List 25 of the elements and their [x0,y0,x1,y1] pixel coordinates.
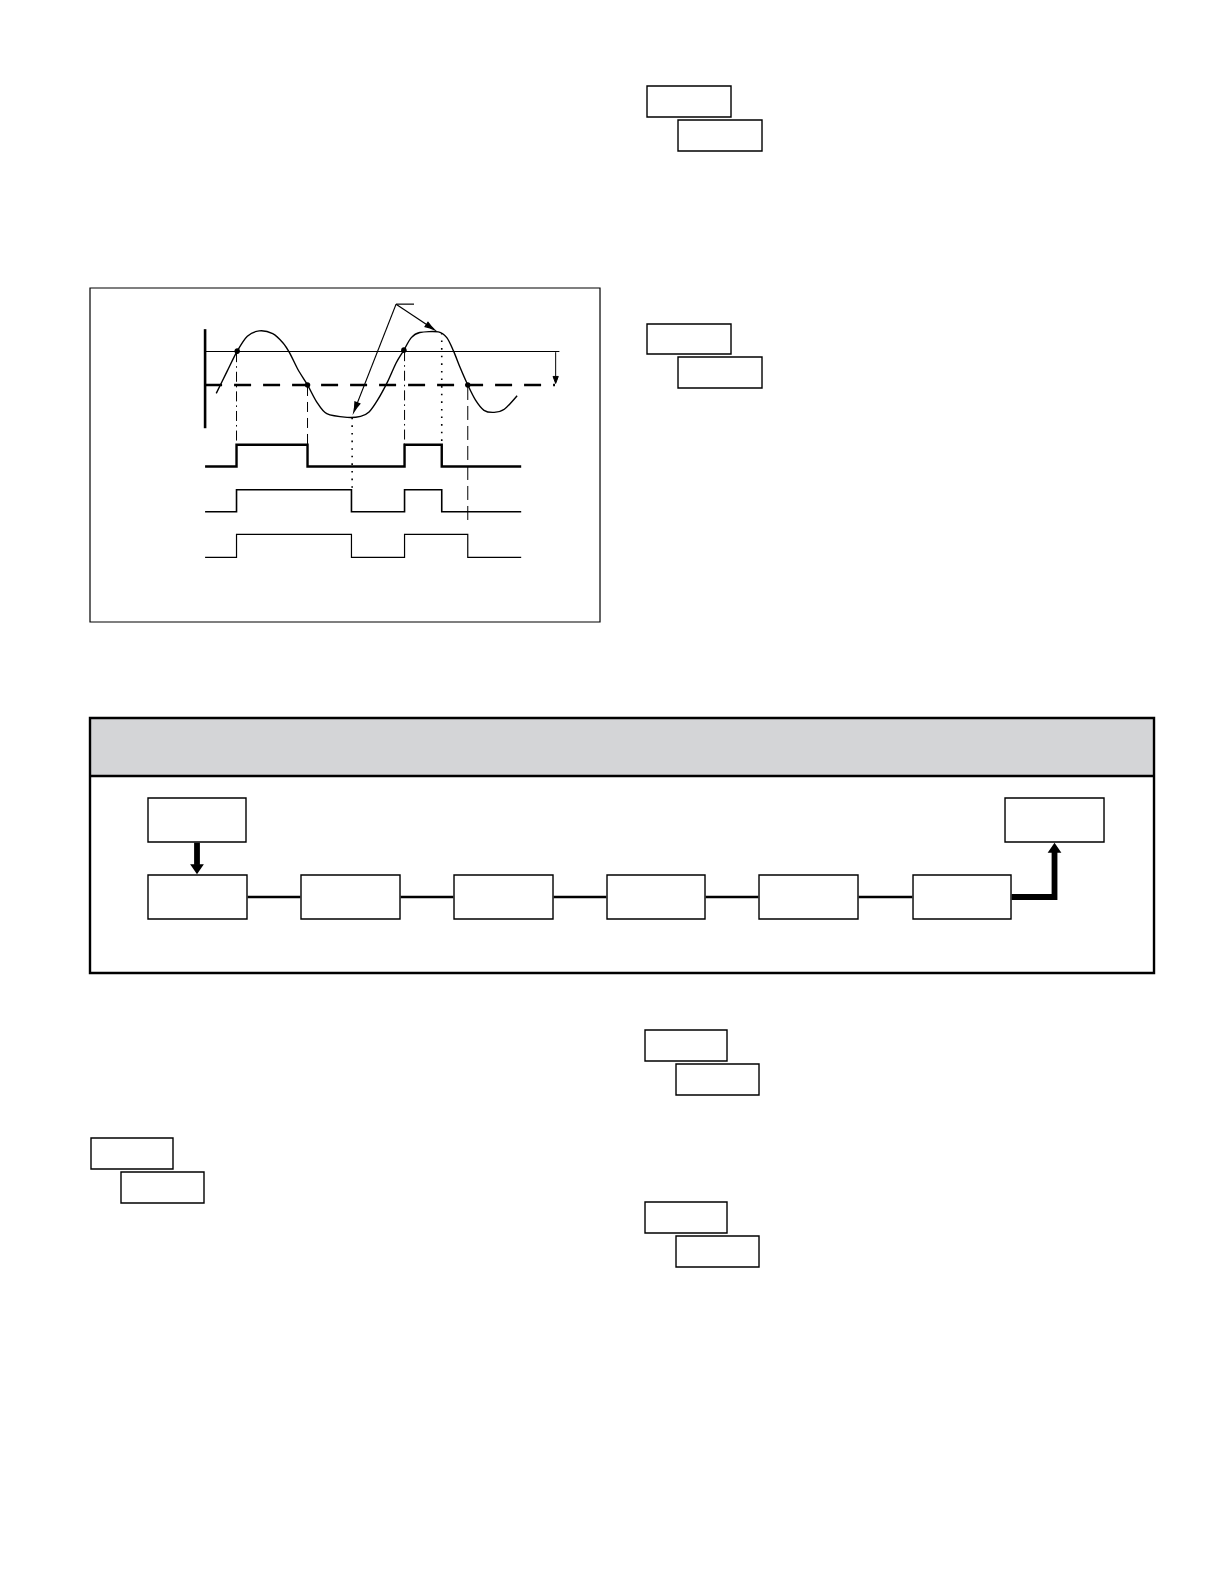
flow-box [147,797,247,843]
flow-box [1004,797,1105,843]
flow-box [758,874,859,920]
empty-box [675,1235,760,1268]
empty-box [677,356,763,389]
flow-box [300,874,401,920]
flow-box [912,874,1012,920]
figure-frame [89,287,601,623]
flowchart-panel [88,716,1156,975]
empty-box [644,1029,728,1062]
connector [247,895,301,899]
empty-box [90,1137,174,1170]
empty-box [675,1063,760,1096]
flow-box [147,874,248,920]
connector [705,895,759,899]
flow-box [453,874,554,920]
empty-box [646,323,732,355]
empty-box [120,1171,205,1204]
connector [400,895,454,899]
empty-box [646,85,732,118]
empty-box [644,1201,728,1234]
connector [553,895,607,899]
flow-box [606,874,706,920]
empty-box [677,119,763,152]
connector [858,895,913,899]
